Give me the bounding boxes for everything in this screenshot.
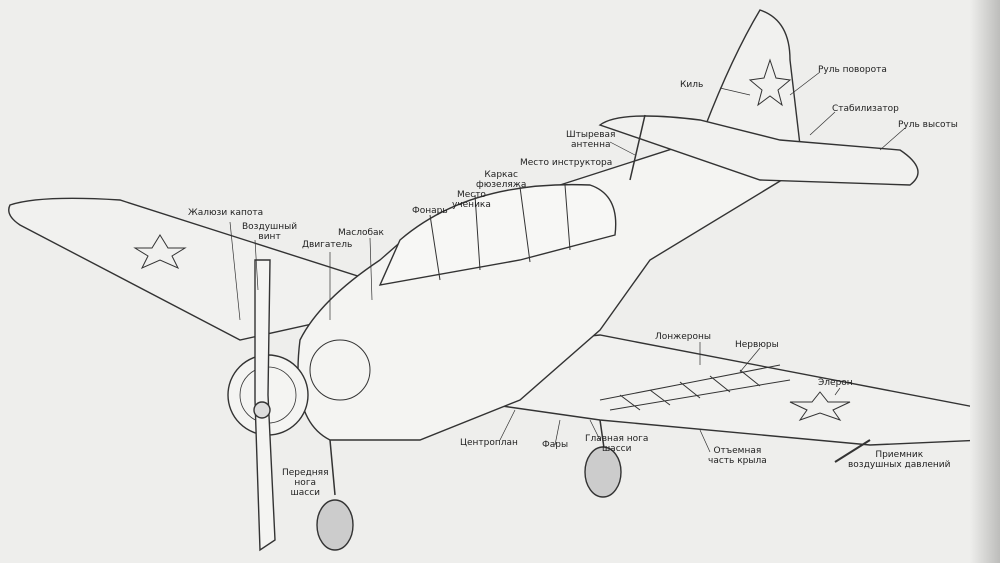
label-mesto-instruktora: Место инструктора bbox=[520, 158, 613, 168]
label-fary: Фары bbox=[542, 440, 569, 450]
label-antenna-line2: антенна bbox=[571, 140, 611, 150]
canopy bbox=[378, 183, 617, 286]
label-rul-vysoty: Руль высоты bbox=[898, 120, 958, 130]
star-insignia-left bbox=[133, 234, 187, 270]
star-insignia-right bbox=[789, 391, 851, 421]
label-maslobak: Маслобак bbox=[338, 228, 384, 238]
label-perednyaya-line2: нога bbox=[294, 478, 317, 488]
label-kil: Киль bbox=[680, 80, 704, 90]
antenna-mast bbox=[629, 114, 646, 181]
label-glavnaya-line2: шасси bbox=[601, 444, 632, 454]
label-otemnaya-line2: часть крыла bbox=[708, 456, 767, 466]
horizontal-stabilizer bbox=[598, 115, 919, 186]
label-otemnaya-line1: Отъемная bbox=[713, 446, 762, 456]
label-tsentroplan: Центроплан bbox=[460, 438, 518, 448]
star-insignia-tail bbox=[748, 58, 792, 107]
label-perednyaya-line1: Передняя bbox=[282, 468, 329, 478]
label-uchenika-line1: Место bbox=[456, 190, 486, 200]
main-wheel bbox=[584, 446, 622, 498]
wing-ribs bbox=[599, 364, 791, 411]
left-wing bbox=[8, 197, 372, 341]
label-zhaluzi: Жалюзи капота bbox=[188, 208, 264, 218]
nose-wheel bbox=[316, 499, 354, 551]
label-rul-povorota: Руль поворота bbox=[818, 65, 887, 75]
label-uchenika-line2: ученика bbox=[452, 200, 491, 210]
label-vint-line2: винт bbox=[258, 232, 281, 242]
page-edge-shadow bbox=[970, 0, 1000, 563]
label-glavnaya-line1: Главная нога bbox=[585, 434, 649, 444]
label-eleron: Элерон bbox=[818, 378, 853, 388]
label-karkas-line2: фюзеляжа bbox=[476, 180, 527, 190]
pitot-tube bbox=[834, 439, 871, 463]
label-fonar: Фонарь bbox=[412, 206, 448, 216]
label-karkas-line1: Каркас bbox=[484, 170, 518, 180]
label-perednyaya-line3: шасси bbox=[290, 488, 321, 498]
leader-lines bbox=[229, 71, 906, 453]
label-antenna-line1: Штыревая bbox=[566, 130, 616, 140]
label-priemnik-line2: воздушных давлений bbox=[848, 460, 951, 470]
label-vint-line1: Воздушный bbox=[242, 222, 298, 232]
label-priemnik-line1: Приемник bbox=[875, 450, 924, 460]
label-lonzherony: Лонжероны bbox=[655, 332, 712, 342]
label-dvigatel: Двигатель bbox=[302, 240, 353, 250]
label-stabilizator: Стабилизатор bbox=[832, 104, 899, 114]
label-nervyury: Нервюры bbox=[735, 340, 779, 350]
